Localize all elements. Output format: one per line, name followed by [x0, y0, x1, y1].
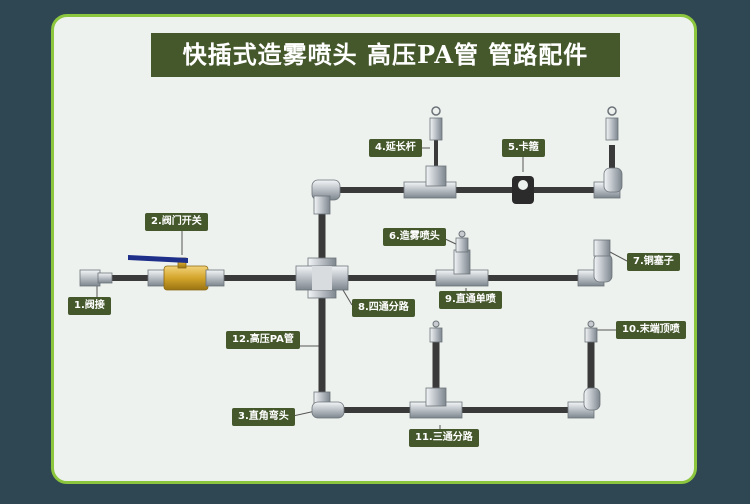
- ball-valve: [128, 255, 225, 291]
- label-pa-pipe: 12.高压PA管: [226, 331, 300, 349]
- label-mist-nozzle: 6.造雾喷头: [383, 228, 446, 246]
- label-extension-rod: 4.延长杆: [369, 139, 422, 157]
- label-ball-valve: 2.阀门开关: [145, 213, 208, 231]
- label-end-top-nozzle: 10.末端顶喷: [616, 321, 686, 339]
- label-four-way: 8.四通分路: [352, 299, 415, 317]
- label-copper-plug: 7.铜塞子: [627, 253, 680, 271]
- right-angle-elbow: [311, 391, 345, 419]
- end-plug-elbow: [577, 239, 613, 287]
- label-three-way: 11.三通分路: [409, 429, 479, 447]
- valve-connector: [79, 269, 113, 287]
- label-clamp: 5.卡箍: [502, 139, 545, 157]
- elbow-top-left: [311, 179, 341, 215]
- four-way-cross: [295, 257, 349, 299]
- label-straight-nozzle: 9.直通单喷: [439, 291, 502, 309]
- label-right-angle-elbow: 3.直角弯头: [232, 408, 295, 426]
- diagram-title: 快插式造雾喷头 高压PA管 管路配件: [151, 33, 620, 77]
- extension-rod-tee: [403, 106, 457, 199]
- end-top-nozzle: [567, 320, 601, 419]
- label-valve-connector: 1.阀接: [68, 297, 111, 315]
- straight-nozzle-tee: [435, 230, 489, 287]
- pipe-clamp: [512, 176, 534, 204]
- three-way-tee: [409, 320, 463, 419]
- elbow-top-right: [593, 106, 623, 199]
